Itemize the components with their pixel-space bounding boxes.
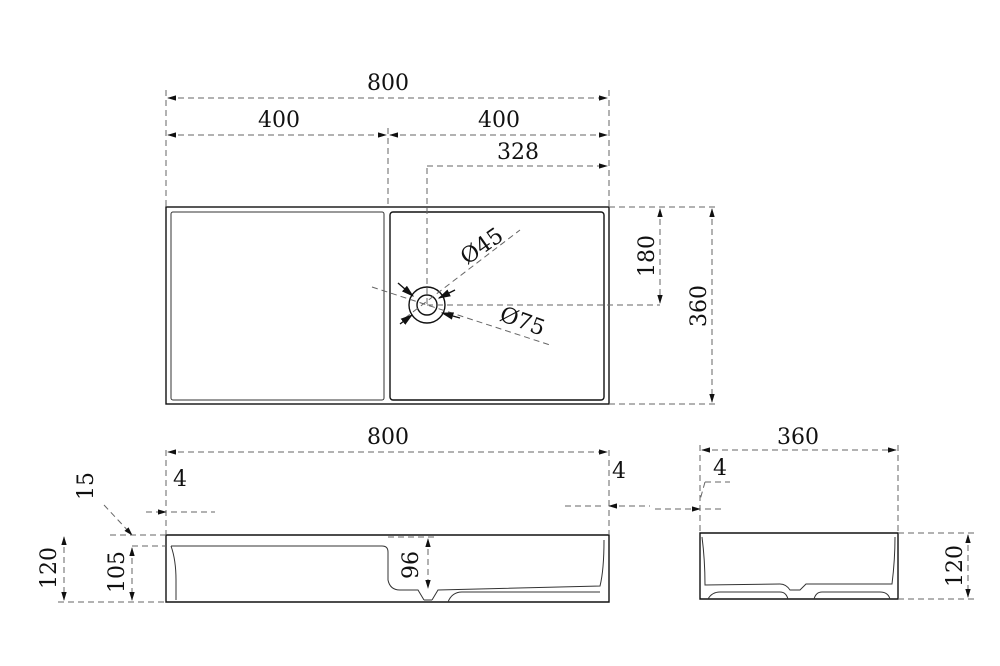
dim-front-height: 120: [37, 547, 62, 589]
dim-basin-depth: 96: [399, 551, 424, 579]
dim-inner-height: 105: [105, 551, 130, 593]
dim-front-overall-width: 800: [367, 425, 409, 450]
top-view-shelf: [170, 211, 385, 401]
dim-side-wall: 4: [713, 456, 727, 481]
drain-ring: [408, 286, 446, 324]
side-view: 360 4 120: [655, 425, 975, 600]
top-view: 800 400 400 328 180 360 Ø45 Ø75: [165, 71, 718, 405]
top-view-basin: [389, 211, 605, 401]
dim-rim: 15: [74, 472, 99, 500]
dim-wall-left: 4: [173, 467, 187, 492]
dim-side-height: 120: [943, 545, 968, 587]
dim-overall-width: 800: [367, 71, 409, 96]
dim-side-overall-depth: 360: [777, 425, 819, 450]
dim-drain-offset: 328: [497, 140, 539, 165]
dim-left-half: 400: [258, 108, 300, 133]
front-view: 800 4 4 15 120 105 96: [37, 425, 650, 603]
dim-overall-depth: 360: [687, 285, 712, 327]
side-view-outline: [699, 532, 899, 600]
dim-drain-hole: Ø45: [456, 223, 508, 270]
dim-drain-depth-offset: 180: [635, 235, 660, 277]
dim-drain-ring: Ø75: [496, 302, 548, 341]
dim-wall-right: 4: [612, 459, 626, 484]
front-view-outline: [165, 534, 610, 603]
dim-right-half: 400: [478, 108, 520, 133]
